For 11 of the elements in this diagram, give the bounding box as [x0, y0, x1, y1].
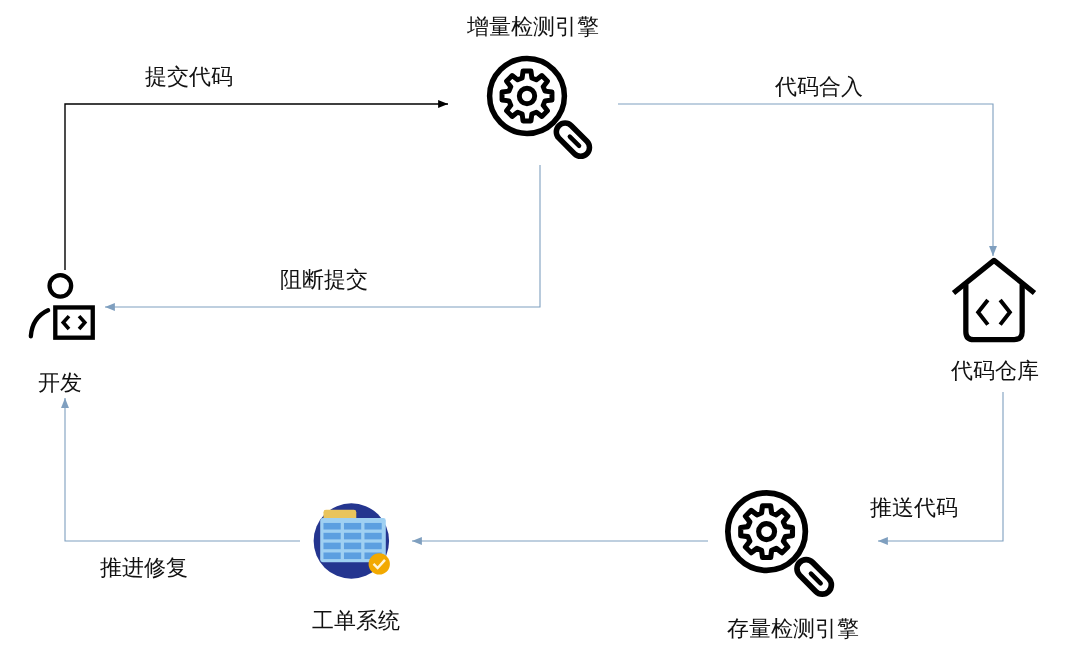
arrow [61, 397, 301, 542]
arrow [877, 391, 1004, 545]
arrow [617, 103, 997, 257]
arrow [104, 164, 541, 311]
node-label: 增量检测引擎 [466, 13, 600, 41]
arrow [411, 537, 709, 545]
node-label: 存量检测引擎 [726, 615, 860, 643]
node-label: 代码仓库 [950, 357, 1040, 385]
node-label: 开发 [37, 369, 83, 397]
node-label: 工单系统 [311, 607, 401, 635]
arrow [64, 100, 449, 271]
